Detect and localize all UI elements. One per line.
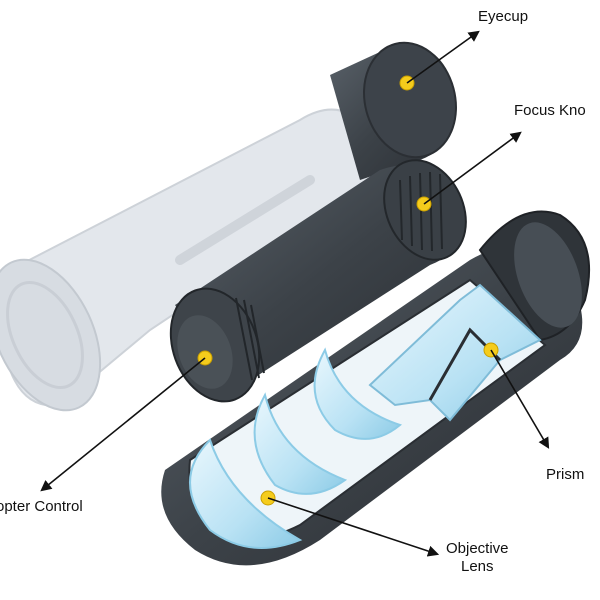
arrow-eyecup <box>406 30 480 84</box>
label-objective-lens: Objective Lens <box>446 540 509 576</box>
eyecup <box>330 41 457 181</box>
objective-lens-group <box>189 347 403 549</box>
lens-element-2 <box>253 392 348 495</box>
arrow-diopter <box>40 357 206 492</box>
label-eyecup: Eyecup <box>478 8 529 25</box>
arrow-prism <box>490 349 550 449</box>
label-prism: Prism <box>546 466 585 483</box>
label-focus-knob: Focus Kno <box>514 102 586 119</box>
lens-element-3 <box>313 347 403 440</box>
lens-element-1 <box>189 438 303 549</box>
arrow-objective <box>267 497 440 557</box>
label-objective-line2: Lens <box>461 558 494 575</box>
label-objective-line1: Objective <box>446 540 509 557</box>
ghost-barrel <box>0 108 392 412</box>
leader-arrows <box>40 30 550 557</box>
arrow-focus-knob <box>423 131 522 205</box>
label-diopter-control: opter Control <box>0 498 83 515</box>
